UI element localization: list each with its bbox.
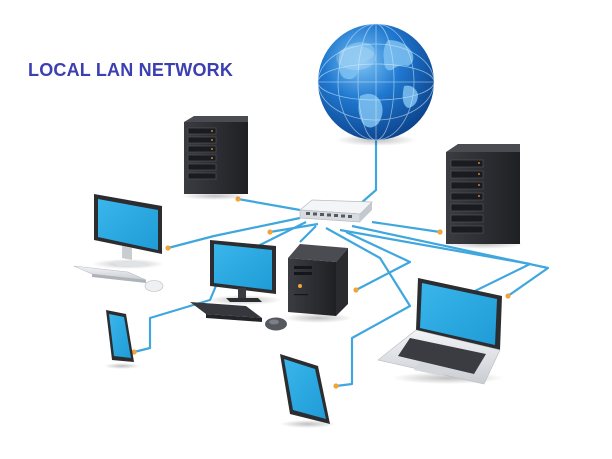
cable-tablet	[325, 227, 412, 388]
globe-icon	[317, 23, 435, 146]
tablet-icon	[280, 354, 336, 428]
smartphone-icon	[104, 310, 140, 369]
cable-internet	[359, 136, 378, 205]
cable-pc	[345, 231, 412, 291]
keyboard-icon	[190, 302, 262, 322]
workstation-monitor	[190, 240, 287, 331]
keyboard-icon	[73, 265, 147, 283]
pc-tower-icon	[284, 244, 352, 323]
cable-laptop-a	[351, 224, 550, 297]
server-right	[444, 144, 524, 249]
network-switch-icon	[298, 199, 373, 223]
mouse-icon	[144, 280, 164, 292]
mouse-icon	[265, 317, 287, 331]
desktop-monitor	[73, 194, 164, 292]
diagram-title: LOCAL LAN NETWORK	[28, 60, 234, 80]
cable-server-right	[371, 220, 441, 234]
cable-desktop	[167, 216, 301, 250]
laptop-icon	[377, 278, 504, 385]
server-left	[181, 116, 249, 200]
cable-switch-mid	[299, 225, 317, 243]
cable-server-left	[237, 197, 301, 212]
